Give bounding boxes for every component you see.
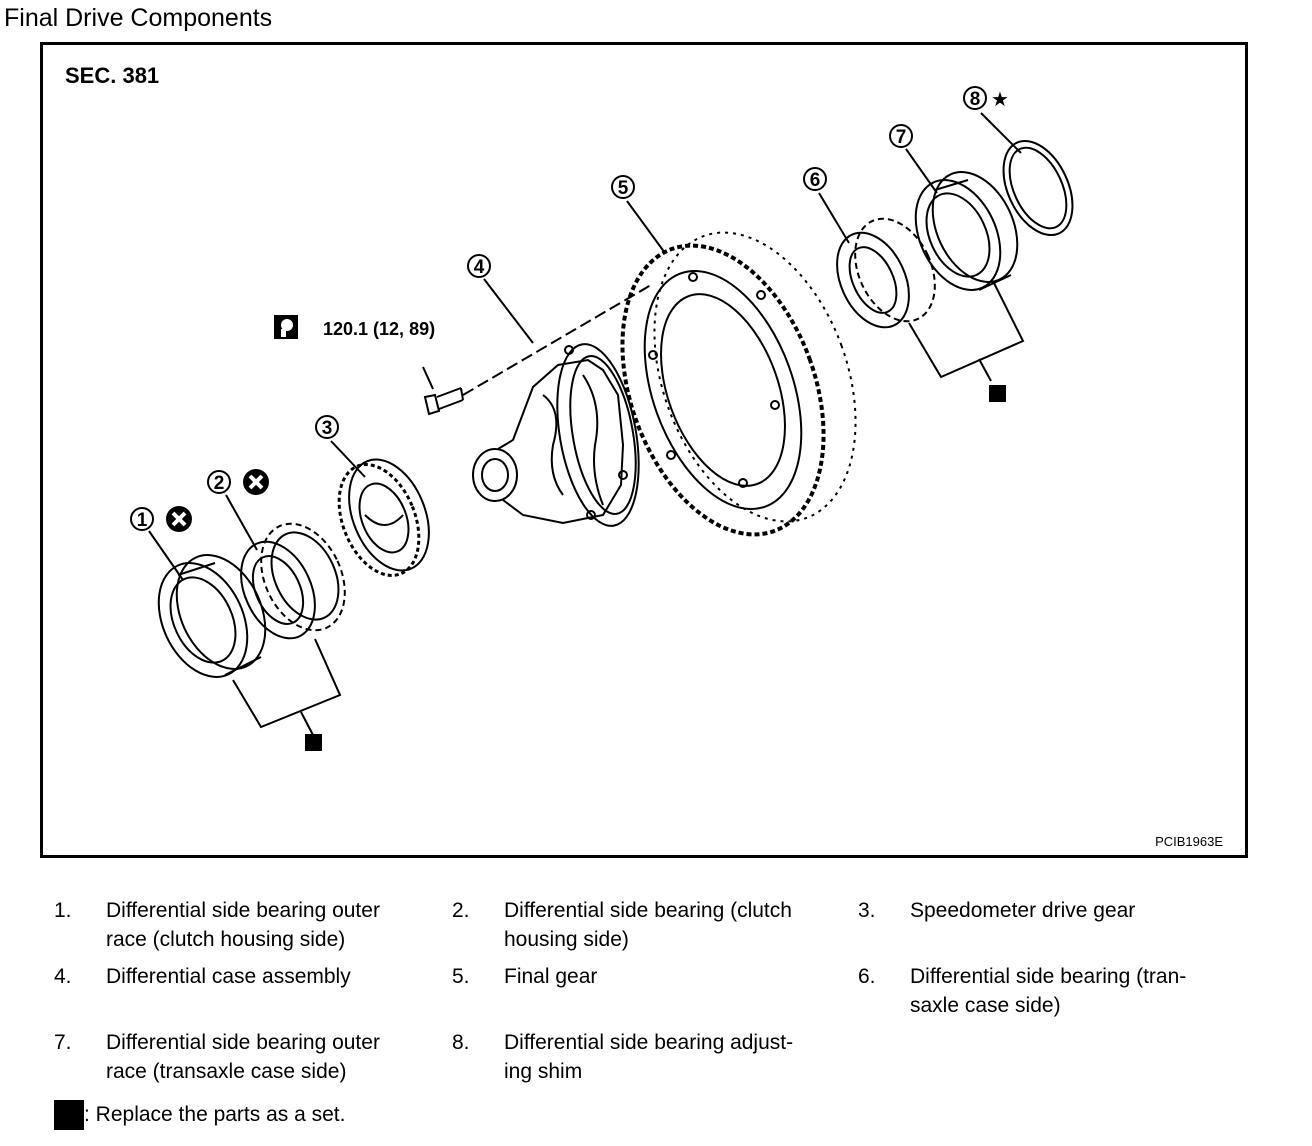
legend-text-line: saxle case side) bbox=[910, 994, 1061, 1017]
part-7-outer-race bbox=[914, 171, 1019, 291]
legend-text-line: Differential side bearing (clutch bbox=[504, 899, 792, 922]
legend-number: 2. bbox=[452, 899, 470, 922]
legend-item: 5. Final gear bbox=[452, 962, 842, 992]
callout-4-circle bbox=[467, 254, 491, 278]
section-label: SEC. 381 bbox=[65, 63, 160, 88]
callout-8-circle bbox=[963, 86, 987, 110]
set-note-text: : Replace the parts as a set. bbox=[84, 1103, 346, 1126]
legend-item: 1. Differential side bearing outer race … bbox=[54, 896, 444, 956]
callout-1: 1 bbox=[137, 510, 148, 531]
legend-item: 8. Differential side bearing adjust- ing… bbox=[452, 1028, 842, 1088]
part-3-speedometer-gear bbox=[337, 458, 430, 577]
part-5-final-gear bbox=[620, 231, 857, 537]
black-square-icon bbox=[989, 385, 1006, 402]
callout-6: 6 bbox=[810, 170, 821, 191]
legend-item: 2. Differential side bearing (clutch hou… bbox=[452, 896, 842, 956]
legend-text-line: ing shim bbox=[504, 1060, 583, 1083]
part-6-bearing bbox=[836, 217, 936, 329]
callout-1-circle bbox=[130, 507, 154, 531]
part-1-outer-race bbox=[157, 554, 267, 678]
diagram-frame: 1 2 3 4 5 6 7 8 ★ SEC. 381 1 bbox=[40, 42, 1248, 858]
legend-number: 1. bbox=[54, 899, 72, 922]
callout-8: 8 bbox=[970, 89, 981, 110]
part-4-differential-case bbox=[472, 343, 640, 527]
page-title: Final Drive Components bbox=[4, 4, 273, 32]
legend-text-line: Speedometer drive gear bbox=[910, 899, 1136, 922]
x-circle-icon bbox=[243, 469, 269, 495]
set-note: : Replace the parts as a set. bbox=[54, 1100, 345, 1132]
legend-text-line: Differential side bearing outer bbox=[106, 899, 380, 922]
callout-2-circle bbox=[207, 470, 231, 494]
torque-value: 120.1 (12, 89) bbox=[323, 319, 436, 339]
legend-text-line: Differential side bearing outer bbox=[106, 1031, 380, 1054]
legend-number: 8. bbox=[452, 1031, 470, 1054]
callout-7: 7 bbox=[896, 127, 907, 148]
legend-text-line: Differential side bearing (tran- bbox=[910, 965, 1187, 988]
legend-number: 5. bbox=[452, 965, 470, 988]
part-8-shim bbox=[1002, 139, 1074, 237]
black-square-icon bbox=[305, 734, 322, 751]
callout-3-circle bbox=[315, 415, 339, 439]
star-icon: ★ bbox=[991, 87, 1009, 111]
exploded-view-diagram: 1 2 3 4 5 6 7 8 ★ bbox=[130, 86, 1074, 751]
legend-text-line: Differential case assembly bbox=[106, 965, 351, 988]
bolt bbox=[423, 387, 464, 416]
figure-code: PCIB1963E bbox=[1155, 834, 1223, 849]
legend-item: 3. Speedometer drive gear bbox=[858, 896, 1258, 926]
x-circle-icon bbox=[166, 506, 192, 532]
legend-item: 7. Differential side bearing outer race … bbox=[54, 1028, 444, 1088]
callout-3: 3 bbox=[322, 418, 333, 439]
callout-6-circle bbox=[803, 167, 827, 191]
legend-item: 6. Differential side bearing (tran- saxl… bbox=[858, 962, 1258, 1022]
callout-7-circle bbox=[889, 124, 913, 148]
part-2-bearing bbox=[240, 522, 346, 640]
callout-5-circle bbox=[611, 175, 635, 199]
legend-number: 6. bbox=[858, 965, 876, 988]
legend-text-line: Differential side bearing adjust- bbox=[504, 1031, 794, 1054]
callout-5: 5 bbox=[618, 178, 629, 199]
legend-item: 4. Differential case assembly bbox=[54, 962, 444, 992]
legend-text-line: race (clutch housing side) bbox=[106, 928, 346, 951]
legend-number: 3. bbox=[858, 899, 876, 922]
legend-text-line: race (transaxle case side) bbox=[106, 1060, 347, 1083]
legend-number: 4. bbox=[54, 965, 72, 988]
legend-number: 7. bbox=[54, 1031, 72, 1054]
torque-wrench-icon bbox=[274, 315, 298, 339]
legend-text-line: Final gear bbox=[504, 965, 598, 988]
black-square-icon bbox=[54, 1100, 84, 1130]
callout-4: 4 bbox=[474, 257, 485, 278]
legend-text-line: housing side) bbox=[504, 928, 629, 951]
callout-2: 2 bbox=[214, 473, 225, 494]
